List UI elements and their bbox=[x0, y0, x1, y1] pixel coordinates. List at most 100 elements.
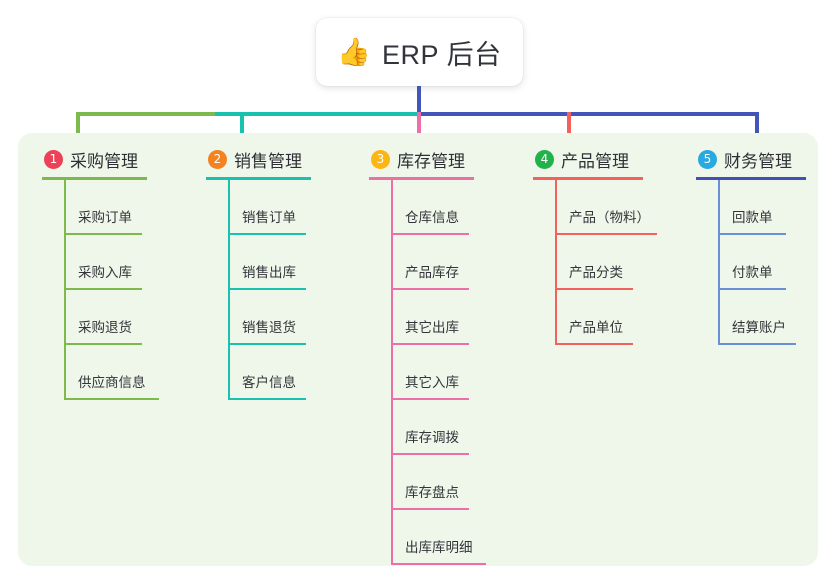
submenu-item-label: 产品分类 bbox=[569, 265, 623, 280]
submenu-item-rule bbox=[64, 343, 142, 345]
submenu-item[interactable]: 采购入库 bbox=[42, 235, 192, 290]
submenu-item-label: 供应商信息 bbox=[78, 375, 146, 390]
submenu-item-label: 其它出库 bbox=[405, 320, 459, 335]
bus-segment-purchase-sales bbox=[76, 112, 215, 116]
module-title: 库存管理 bbox=[397, 151, 465, 171]
submenu-item-label: 采购退货 bbox=[78, 320, 132, 335]
submenu-item-label: 付款单 bbox=[732, 265, 773, 280]
submenu-item-label: 采购订单 bbox=[78, 210, 132, 225]
module-header-rule bbox=[206, 177, 311, 180]
submenu-item[interactable]: 销售退货 bbox=[206, 290, 356, 345]
submenu-item-rule bbox=[391, 233, 469, 235]
submenu-item-rule bbox=[228, 288, 306, 290]
module-spine-line bbox=[228, 180, 230, 400]
drop-finance bbox=[755, 112, 759, 140]
submenu-item-rule bbox=[64, 288, 142, 290]
submenu-item-label: 产品单位 bbox=[569, 320, 623, 335]
module-spine-line bbox=[718, 180, 720, 345]
submenu-item[interactable]: 产品单位 bbox=[533, 290, 683, 345]
submenu-item-label: 其它入库 bbox=[405, 375, 459, 390]
root-node-content: 👍 ERP 后台 bbox=[337, 33, 501, 72]
submenu-item[interactable]: 销售出库 bbox=[206, 235, 356, 290]
submenu-item[interactable]: 客户信息 bbox=[206, 345, 356, 400]
module-header-4[interactable]: 4 产品管理 bbox=[533, 147, 683, 171]
submenu-item[interactable]: 采购退货 bbox=[42, 290, 192, 345]
module-header-2[interactable]: 2 销售管理 bbox=[206, 147, 356, 171]
module-column-3[interactable]: 3 库存管理仓库信息产品库存其它出库其它入库库存调拨库存盘点出库库明细 bbox=[369, 147, 519, 565]
thumbs-up-icon: 👍 bbox=[337, 36, 372, 68]
submenu-item-rule bbox=[718, 343, 796, 345]
submenu-item[interactable]: 产品分类 bbox=[533, 235, 683, 290]
module-column-2[interactable]: 2 销售管理销售订单销售出库销售退货客户信息 bbox=[206, 147, 356, 400]
submenu-item-label: 库存调拨 bbox=[405, 430, 459, 445]
submenu-item-rule bbox=[555, 233, 657, 235]
module-title: 销售管理 bbox=[234, 151, 302, 171]
module-index-badge: 2 bbox=[208, 149, 227, 169]
submenu-item-rule bbox=[228, 233, 306, 235]
drop-product bbox=[567, 112, 571, 140]
module-title: 财务管理 bbox=[724, 151, 792, 171]
root-node-erp-backend[interactable]: 👍 ERP 后台 bbox=[316, 18, 523, 86]
module-children: 产品（物料） 产品分类产品单位 bbox=[533, 180, 683, 345]
submenu-item-label: 回款单 bbox=[732, 210, 773, 225]
submenu-item-label: 仓库信息 bbox=[405, 210, 459, 225]
submenu-item-rule bbox=[391, 398, 469, 400]
submenu-item-rule bbox=[228, 398, 306, 400]
module-children: 回款单付款单结算账户 bbox=[696, 180, 839, 345]
submenu-item[interactable]: 结算账户 bbox=[696, 290, 839, 345]
submenu-item[interactable]: 其它出库 bbox=[369, 290, 519, 345]
submenu-item-label: 客户信息 bbox=[242, 375, 296, 390]
module-children: 仓库信息产品库存其它出库其它入库库存调拨库存盘点出库库明细 bbox=[369, 180, 519, 565]
submenu-item-rule bbox=[64, 233, 142, 235]
submenu-item[interactable]: 出库库明细 bbox=[369, 510, 519, 565]
submenu-item-rule bbox=[391, 453, 469, 455]
submenu-item-label: 出库库明细 bbox=[405, 540, 473, 555]
submenu-item-label: 销售退货 bbox=[242, 320, 296, 335]
module-header-rule bbox=[42, 177, 147, 180]
submenu-item[interactable]: 回款单 bbox=[696, 180, 839, 235]
submenu-item-rule bbox=[391, 343, 469, 345]
module-children: 销售订单销售出库销售退货客户信息 bbox=[206, 180, 356, 400]
submenu-item[interactable]: 采购订单 bbox=[42, 180, 192, 235]
submenu-item[interactable]: 付款单 bbox=[696, 235, 839, 290]
module-header-3[interactable]: 3 库存管理 bbox=[369, 147, 519, 171]
submenu-item[interactable]: 其它入库 bbox=[369, 345, 519, 400]
submenu-item-rule bbox=[555, 343, 633, 345]
submenu-item-rule bbox=[64, 398, 159, 400]
submenu-item[interactable]: 库存调拨 bbox=[369, 400, 519, 455]
module-column-4[interactable]: 4 产品管理产品（物料） 产品分类产品单位 bbox=[533, 147, 683, 345]
submenu-item[interactable]: 库存盘点 bbox=[369, 455, 519, 510]
submenu-item-rule bbox=[391, 508, 469, 510]
module-index-badge: 3 bbox=[371, 149, 390, 169]
submenu-item[interactable]: 供应商信息 bbox=[42, 345, 192, 400]
submenu-item-rule bbox=[228, 343, 306, 345]
module-spine-line bbox=[555, 180, 557, 345]
submenu-item[interactable]: 产品库存 bbox=[369, 235, 519, 290]
drop-sales bbox=[240, 112, 244, 140]
module-title: 产品管理 bbox=[561, 151, 629, 171]
bus-segment-sales-inventory bbox=[215, 112, 417, 116]
module-title: 采购管理 bbox=[70, 151, 138, 171]
submenu-item-label: 库存盘点 bbox=[405, 485, 459, 500]
module-header-rule bbox=[533, 177, 643, 180]
submenu-item[interactable]: 仓库信息 bbox=[369, 180, 519, 235]
submenu-item-label: 产品（物料） bbox=[569, 210, 650, 225]
drop-inventory bbox=[417, 112, 421, 140]
submenu-item[interactable]: 销售订单 bbox=[206, 180, 356, 235]
submenu-item-rule bbox=[391, 288, 469, 290]
submenu-item-rule bbox=[391, 563, 486, 565]
submenu-item-label: 结算账户 bbox=[732, 320, 786, 335]
modules-panel bbox=[18, 133, 818, 566]
submenu-item-label: 产品库存 bbox=[405, 265, 459, 280]
module-spine-line bbox=[64, 180, 66, 400]
module-spine-line bbox=[391, 180, 393, 565]
module-index-badge: 4 bbox=[535, 149, 554, 169]
submenu-item[interactable]: 产品（物料） bbox=[533, 180, 683, 235]
submenu-item-rule bbox=[555, 288, 633, 290]
trunk-vertical-line bbox=[417, 86, 421, 116]
